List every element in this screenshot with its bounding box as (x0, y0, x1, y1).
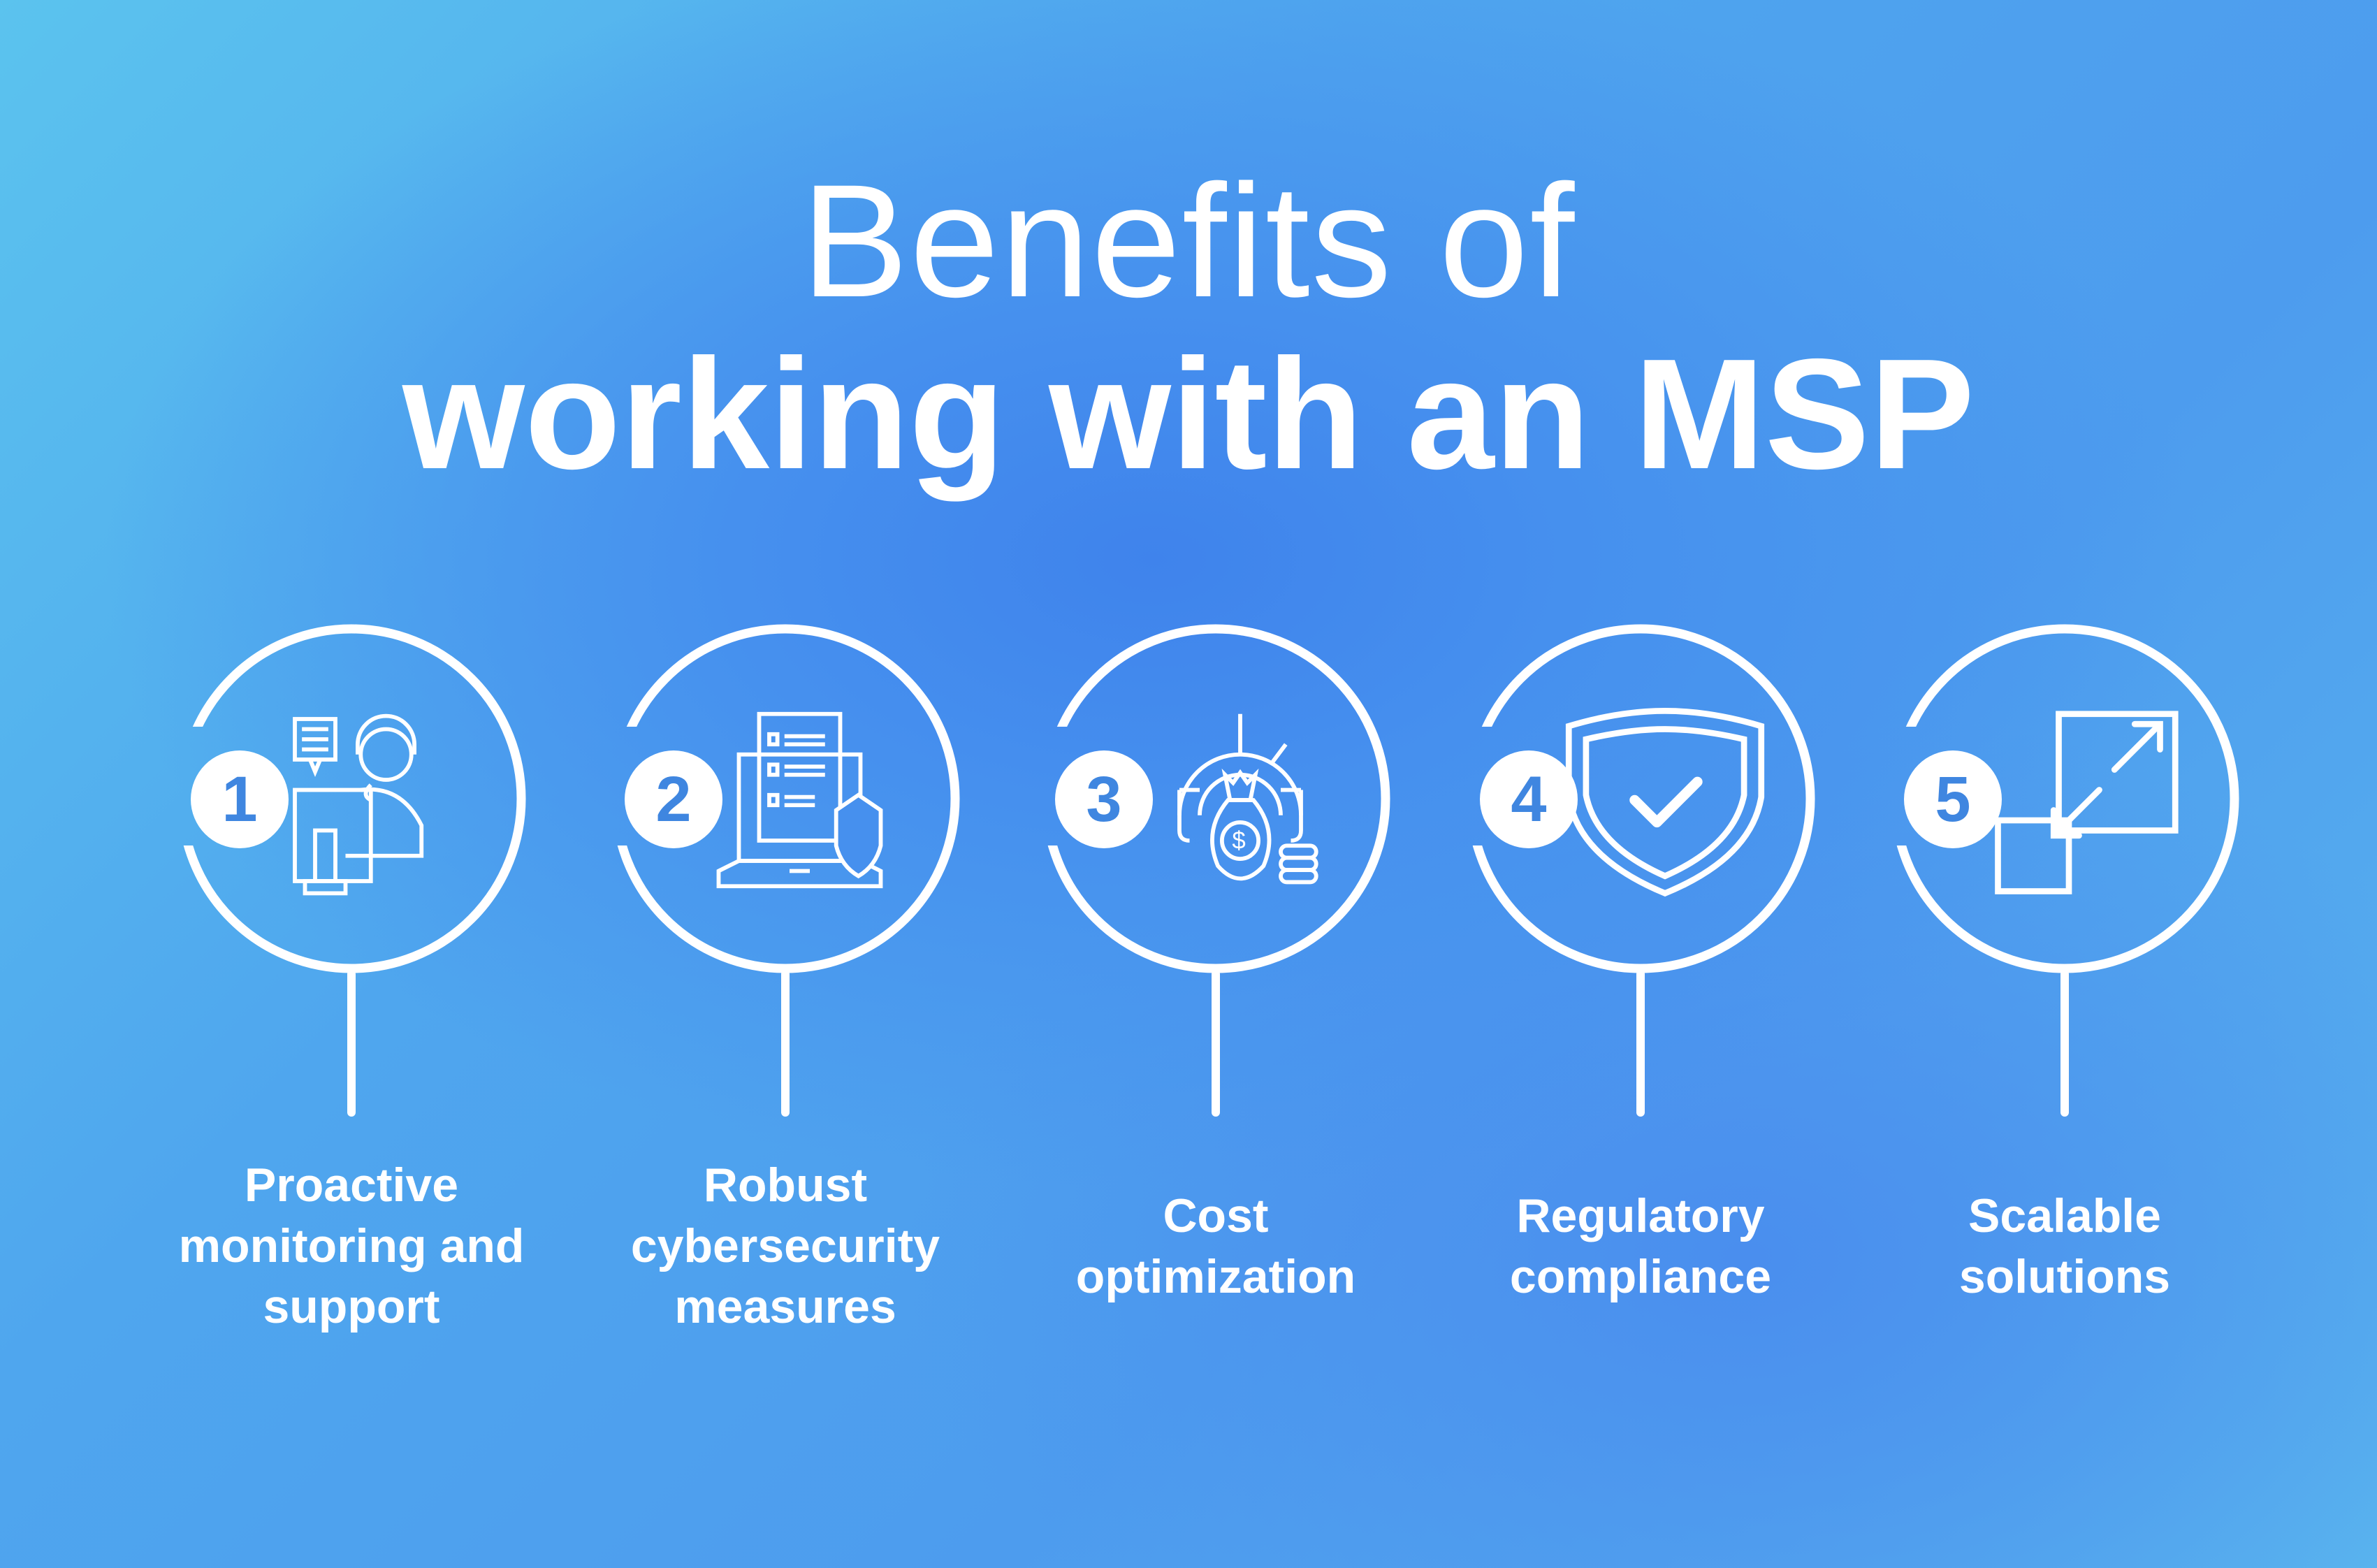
benefit-label: Regulatory compliance (1431, 1186, 1850, 1307)
connector-line (347, 970, 356, 1117)
label-line: optimization (1075, 1250, 1356, 1303)
label-line: monitoring and (178, 1219, 525, 1272)
benefit-item-5: 5 Scalable solutions (1855, 0, 2274, 1568)
label-line: support (263, 1280, 440, 1333)
circle-ring (1466, 624, 1815, 973)
scale-arrows-icon (1995, 711, 2179, 894)
label-line: Scalable (1968, 1189, 2161, 1242)
money-bag-gauge-icon: $ (1177, 713, 1318, 885)
benefit-label: Scalable solutions (1855, 1186, 2274, 1307)
step-number-badge: 5 (1904, 750, 2002, 848)
circle-ring (1041, 624, 1390, 973)
svg-text:$: $ (1232, 827, 1245, 855)
circle-ring (177, 624, 526, 973)
circle-ring (611, 624, 960, 973)
label-line: solutions (1958, 1250, 2171, 1303)
step-number-badge: 3 (1055, 750, 1153, 848)
benefit-item-3: 3 $ Cost optimization (1006, 0, 1425, 1568)
benefit-item-2: 2 Robust cybersecurity measures (576, 0, 995, 1568)
benefit-label: Cost optimization (1006, 1186, 1425, 1307)
label-line: Regulatory (1516, 1189, 1765, 1242)
label-line: Cost (1163, 1189, 1269, 1242)
title-line-1: Benefits of (801, 151, 1576, 331)
benefit-label: Proactive monitoring and support (142, 1155, 561, 1337)
step-number-badge: 1 (191, 750, 289, 848)
benefit-label: Robust cybersecurity measures (576, 1155, 995, 1337)
title-line-2: working with an MSP (402, 326, 1975, 502)
shield-check-icon (1565, 708, 1765, 897)
connector-line (1212, 970, 1220, 1117)
label-line: cybersecurity (630, 1219, 940, 1272)
step-number-badge: 4 (1480, 750, 1578, 848)
circle-ring (1890, 624, 2239, 973)
benefit-item-1: 1 Proactive monitoring and support (142, 0, 561, 1568)
label-line: measures (674, 1280, 896, 1333)
label-line: Robust (703, 1159, 868, 1212)
benefit-item-4: 4 Regulatory compliance (1431, 0, 1850, 1568)
label-line: Proactive (244, 1159, 459, 1212)
step-number-badge: 2 (625, 750, 722, 848)
connector-line (1636, 970, 1645, 1117)
label-line: compliance (1509, 1250, 1772, 1303)
laptop-shield-icon (716, 711, 883, 889)
connector-line (2060, 970, 2069, 1117)
support-agent-icon (293, 713, 424, 896)
connector-line (781, 970, 790, 1117)
